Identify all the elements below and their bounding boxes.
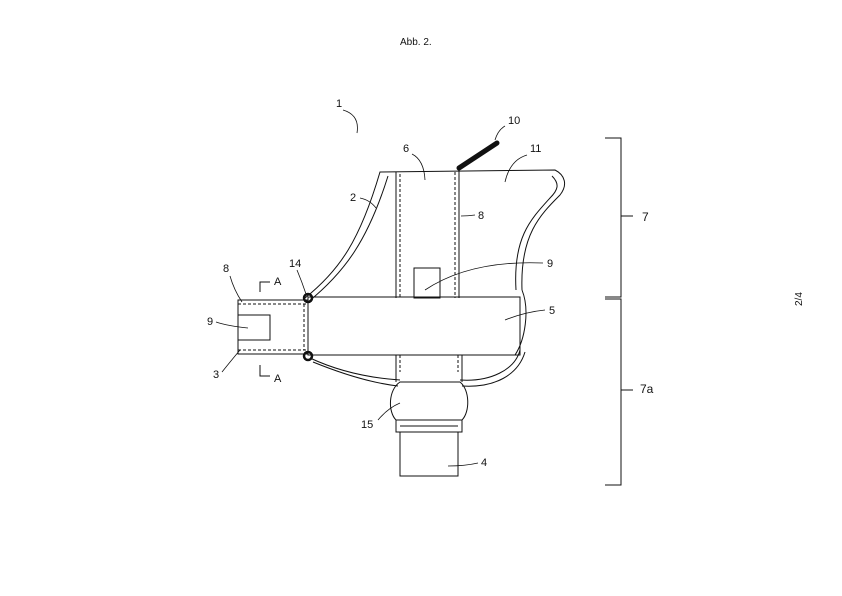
- leader-10: [494, 125, 506, 141]
- label-10: 10: [508, 115, 520, 127]
- leader-2: [359, 197, 377, 209]
- leader-11: [504, 154, 528, 183]
- label-14: 14: [289, 258, 301, 270]
- label-patch-left: [237, 314, 271, 341]
- buckle-15: [390, 381, 469, 421]
- label-patch-center: [413, 267, 441, 299]
- label-15: 15: [361, 419, 373, 431]
- label-9-center: 9: [547, 258, 553, 270]
- label-5: 5: [549, 305, 555, 317]
- page-number: 2/4: [794, 292, 805, 306]
- ring-14-top: [302, 292, 314, 304]
- label-3: 3: [213, 369, 219, 381]
- strap-4: [399, 431, 459, 477]
- leader-4: [447, 462, 479, 467]
- label-1: 1: [336, 98, 342, 110]
- body-outline-outer: [304, 169, 566, 356]
- body-outline-inner: [307, 175, 558, 303]
- figure-title: Abb. 2.: [400, 37, 432, 48]
- chest-strap-5: [307, 296, 521, 356]
- ring-14-bottom: [302, 350, 314, 362]
- leader-3: [221, 349, 241, 373]
- leader-1: [342, 109, 358, 134]
- label-9-left: 9: [207, 316, 213, 328]
- section-mark-top: [259, 281, 270, 292]
- leader-14: [296, 269, 307, 295]
- label-7: 7: [642, 210, 649, 224]
- leader-6: [411, 153, 426, 181]
- label-8-left: 8: [223, 263, 229, 275]
- label-8-center: 8: [478, 210, 484, 222]
- strap-extension-3: [237, 299, 309, 355]
- section-label-top: A: [274, 276, 282, 288]
- label-2: 2: [350, 192, 356, 204]
- bracket-7: [605, 137, 622, 298]
- section-mark-bottom: [259, 365, 270, 377]
- leader-5: [504, 309, 546, 321]
- bracket-7a: [605, 298, 622, 486]
- handle-10: [456, 140, 500, 171]
- label-11: 11: [530, 143, 541, 155]
- label-6: 6: [403, 143, 409, 155]
- section-label-bottom: A: [274, 373, 282, 385]
- leader-8-left: [229, 275, 243, 303]
- leader-8-center: [460, 214, 476, 217]
- leader-9-center: [424, 262, 544, 291]
- label-4: 4: [481, 457, 487, 469]
- leader-9-left: [215, 321, 249, 329]
- leader-15: [377, 402, 401, 421]
- belly-outline: [309, 349, 526, 387]
- label-7a: 7a: [640, 382, 654, 396]
